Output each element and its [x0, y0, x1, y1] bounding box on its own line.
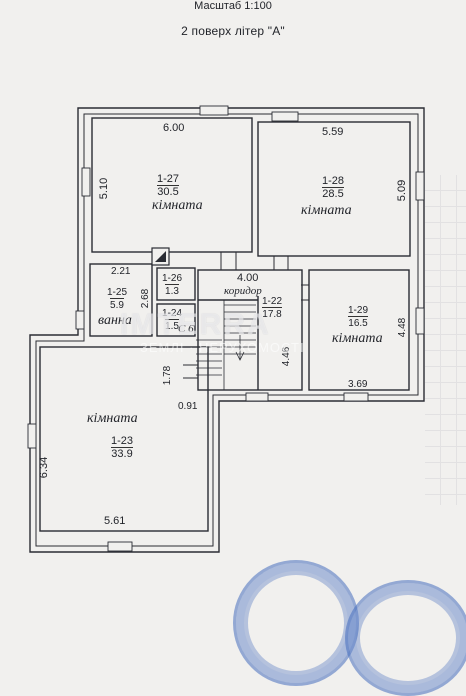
room-1-25-label: 1-25 5.9: [107, 287, 127, 311]
dim-r28-width: 5.59: [322, 126, 344, 138]
room-1-24-label: 1-24 1.5: [162, 308, 182, 332]
windows: [27, 105, 425, 552]
room-1-27-outline: [91, 117, 253, 253]
room-1-28-name: кімната: [301, 203, 352, 218]
room-1-29-label: 1-29 16.5: [348, 305, 368, 329]
room-1-27-area: 30.5: [157, 185, 179, 198]
dim-r29-height: 4.48: [397, 317, 409, 338]
room-1-25-name: ванна: [98, 313, 132, 328]
watermark-logo: IMTERRA: [120, 308, 271, 341]
seal-stamp-left: [233, 560, 359, 686]
room-1-26-outline: [156, 267, 196, 301]
wc-fragment: С 6: [178, 323, 194, 335]
room-1-22-area: 17.8: [262, 307, 282, 320]
room-1-26-id: 1-26: [162, 273, 183, 284]
room-1-26-label: 1-26 1.3: [162, 273, 182, 297]
dim-r28-height: 5.09: [396, 179, 409, 202]
room-1-29-id: 1-29: [348, 305, 369, 316]
door-marks: [183, 252, 309, 379]
room-1-22-id: 1-22: [262, 296, 283, 307]
room-1-28-area: 28.5: [322, 187, 344, 200]
room-1-26-area: 1.3: [165, 284, 179, 297]
outer-wall-inner: [35, 113, 419, 547]
room-1-28-label: 1-28 28.5: [322, 176, 344, 200]
watermark-subtitle: ЗЕМЛІ · НЕРУХОМОСТІ: [140, 340, 305, 355]
room-1-28-id: 1-28: [322, 175, 345, 187]
scale-label: Масштаб 1:100: [194, 0, 272, 12]
room-1-23-name: кімната: [87, 411, 138, 426]
dim-corridor-width: 4.00: [237, 272, 259, 284]
dim-bath-height: 2.68: [140, 288, 152, 309]
room-1-24-id: 1-24: [162, 308, 183, 319]
room-1-22-label: 1-22 17.8: [262, 296, 282, 320]
dim-bath-width: 2.21: [111, 266, 131, 277]
room-1-25-area: 5.9: [110, 298, 124, 311]
room-1-23-label: 1-23 33.9: [111, 436, 133, 460]
room-1-23-area: 33.9: [111, 447, 133, 460]
room-1-25-outline: [89, 263, 153, 337]
dim-r23-height: 6.34: [38, 456, 51, 479]
room-1-27-id: 1-27: [157, 173, 180, 185]
floor-plan: [27, 105, 425, 553]
dim-r29-width: 3.69: [348, 379, 368, 390]
room-1-23-id: 1-23: [111, 435, 134, 447]
room-1-28-outline: [257, 121, 411, 257]
dim-r23-width: 5.61: [104, 515, 126, 527]
room-1-27-label: 1-27 30.5: [157, 174, 179, 198]
room-1-29-outline: [308, 269, 410, 391]
dim-offset: 0.91: [178, 401, 198, 412]
seal-stamp-right: [345, 580, 466, 696]
room-1-29-name: кімната: [332, 331, 383, 346]
staircase: [196, 300, 256, 390]
room-1-24-area: 1.5: [165, 319, 179, 332]
vent-fill: [155, 251, 166, 262]
dim-step: 1.78: [162, 365, 174, 386]
room-1-22-name: коридор: [224, 285, 262, 297]
room-1-29-area: 16.5: [348, 316, 368, 329]
dim-r27-height: 5.10: [98, 177, 111, 200]
room-1-25-id: 1-25: [107, 287, 128, 298]
room-1-24-outline: [156, 303, 196, 337]
background-grid: [425, 175, 466, 505]
dim-r27-width: 6.00: [163, 122, 185, 134]
room-1-22-outline: [197, 269, 303, 391]
room-1-27-name: кімната: [152, 198, 203, 213]
outer-wall: [29, 107, 425, 553]
floor-title: 2 поверх літер "А": [181, 24, 285, 38]
room-1-23-outline: [39, 346, 209, 532]
